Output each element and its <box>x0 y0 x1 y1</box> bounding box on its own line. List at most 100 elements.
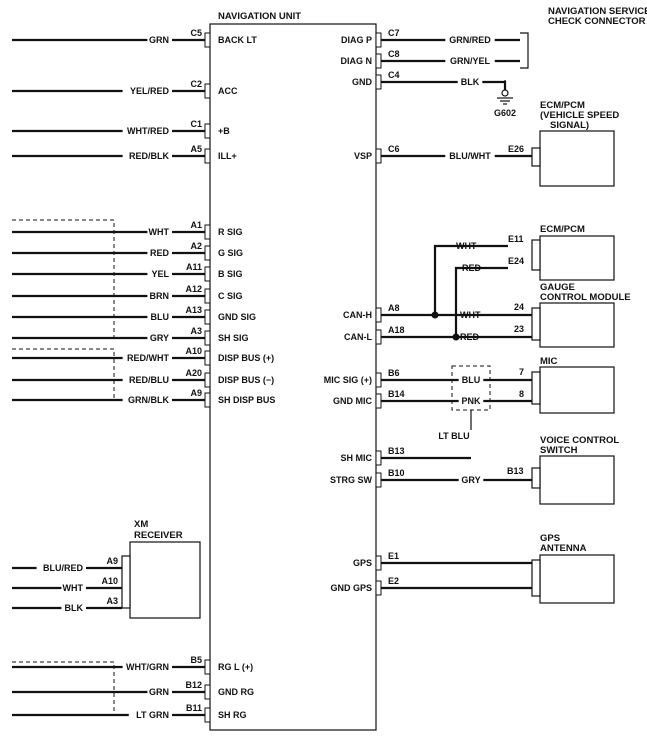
mic-box <box>539 366 615 414</box>
navigation-unit-box <box>209 23 377 731</box>
right-pin-e2-conn: E2 <box>388 576 399 586</box>
left-pin-b12-conn: B12 <box>185 680 202 690</box>
left-pin-c2-conn: C2 <box>190 79 202 89</box>
right-pin-c4-wire-color: BLK <box>461 77 480 87</box>
left-pin-c5-conn: C5 <box>190 28 202 38</box>
mic-pin-a: 7 <box>519 367 524 377</box>
right-pin-c4-wire-label-bg <box>457 76 483 88</box>
rg-shield-dashed <box>12 661 115 712</box>
left-pin-c5-wire-color: GRN <box>149 35 169 45</box>
ecm-can-title: ECM/PCM <box>540 224 585 235</box>
left-pin-a5-terminal <box>204 148 211 164</box>
left-pin-c2-wire-color: YEL/RED <box>130 86 170 96</box>
disp-bus-shield-dashed <box>12 348 115 398</box>
left-pin-c1-terminal <box>204 123 211 139</box>
left-pin-a11-wire-label-bg <box>147 268 172 280</box>
gauge-wire-l: RED <box>460 332 480 342</box>
left-pin-a5-wire-label-bg <box>122 150 172 162</box>
left-pin-a20-conn: A20 <box>185 368 202 378</box>
left-pin-c2-terminal <box>204 83 211 99</box>
left-pin-c5-wire-label-bg <box>147 34 172 46</box>
left-pin-b11-terminal <box>204 707 211 723</box>
left-pin-a5-label: ILL+ <box>218 151 237 161</box>
left-pin-a5-wire-color: RED/BLK <box>129 151 169 161</box>
right-pin-b6-wire-color: BLU <box>462 375 481 385</box>
ecm-vsp-box <box>539 130 615 187</box>
right-pin-c8-conn: C8 <box>388 49 400 59</box>
left-pin-a12-wire-label-bg <box>147 290 172 302</box>
right-pin-c8-wire-label-bg <box>445 55 495 67</box>
left-pin-c1-label: +B <box>218 126 230 136</box>
ground-label: G602 <box>494 108 516 118</box>
right-pin-b13-wire-color: LT BLU <box>438 431 469 441</box>
gps-antenna-title-1: GPS <box>540 533 560 544</box>
left-pin-a20-wire-label-bg <box>122 374 172 386</box>
left-pin-b11-conn: B11 <box>186 703 202 713</box>
gauge-pin-l: 23 <box>514 324 524 334</box>
left-pin-a9-wire-color: GRN/BLK <box>128 395 169 405</box>
right-pin-b14-wire-label-bg <box>458 395 484 407</box>
left-pin-b11-wire-label-bg <box>128 709 172 721</box>
ecm-vsp-title-3: SIGNAL) <box>550 120 589 131</box>
right-pin-e2-terminal <box>375 580 382 596</box>
left-pin-a10-label: DISP BUS (+) <box>218 353 274 363</box>
right-pin-c8-label: DIAG N <box>341 56 373 66</box>
xm-pin-a9-wire-color: BLU/RED <box>43 563 83 573</box>
left-pin-a13-wire-label-bg <box>147 311 172 323</box>
right-pin-c7-label: DIAG P <box>341 35 372 45</box>
ecm-vsp-title-2: (VEHICLE SPEED <box>540 110 619 121</box>
gps-antenna-connector <box>531 559 541 597</box>
left-pin-a1-wire-label-bg <box>147 226 172 238</box>
left-pin-a12-label: C SIG <box>218 291 243 301</box>
xm-pin-a9-wire-label-bg <box>36 562 86 574</box>
ecm-can-pin-h: E11 <box>508 234 524 244</box>
left-pin-c5-terminal <box>204 32 211 48</box>
right-pin-c8-wire-color: GRN/YEL <box>450 56 491 66</box>
right-pin-a8-terminal <box>375 307 382 323</box>
right-pin-e1-conn: E1 <box>388 551 399 561</box>
right-pin-c6-wire-label-bg <box>445 150 495 162</box>
left-pin-a13-terminal <box>204 309 211 325</box>
left-pin-a5-conn: A5 <box>190 144 202 154</box>
left-pin-a13-wire-color: BLU <box>151 312 170 322</box>
left-pin-b5-terminal <box>204 659 211 675</box>
right-pin-c4-label: GND <box>352 77 373 87</box>
left-pin-b12-label: GND RG <box>218 687 254 697</box>
xm-pin-a3-wire-label-bg <box>61 602 86 614</box>
left-pin-a1-label: R SIG <box>218 227 243 237</box>
gauge-box <box>539 302 615 348</box>
left-pin-a11-wire-color: YEL <box>151 269 169 279</box>
right-pin-b10-terminal <box>375 472 382 488</box>
left-pin-a11-conn: A11 <box>186 262 202 272</box>
ecm-can-box <box>539 235 615 281</box>
left-pin-a13-label: GND SIG <box>218 312 256 322</box>
voice-switch-pin: B13 <box>507 466 524 476</box>
ecm-vsp-connector <box>531 147 541 167</box>
navigation-unit-title: NAVIGATION UNIT <box>218 11 301 22</box>
mic-connector <box>531 371 541 405</box>
right-pin-e2-label: GND GPS <box>330 583 372 593</box>
right-pin-a18-terminal <box>375 329 382 345</box>
right-pin-c6-terminal <box>375 148 382 164</box>
voice-switch-box <box>539 455 615 505</box>
left-pin-a20-wire-color: RED/BLU <box>129 375 169 385</box>
right-pin-b14-label: GND MIC <box>333 396 372 406</box>
left-pin-a3-wire-color: GRY <box>150 333 169 343</box>
right-pin-b6-label: MIC SIG (+) <box>324 375 372 385</box>
left-pin-a12-conn: A12 <box>185 284 202 294</box>
left-pin-a2-wire-label-bg <box>147 247 172 259</box>
left-pin-a11-terminal <box>204 266 211 282</box>
right-pin-b14-conn: B14 <box>388 389 405 399</box>
left-pin-c1-wire-color: WHT/RED <box>127 126 169 136</box>
left-pin-a3-terminal <box>204 330 211 346</box>
right-pin-c7-conn: C7 <box>388 28 400 38</box>
left-pin-b5-conn: B5 <box>190 655 202 665</box>
right-pin-b6-terminal <box>375 372 382 388</box>
ecm-can-pin-l: E24 <box>508 256 524 266</box>
left-pin-b5-label: RG L (+) <box>218 662 253 672</box>
right-pin-c4-terminal <box>375 74 382 90</box>
left-pin-a2-conn: A2 <box>190 241 202 251</box>
xm-pin-a9-conn: A9 <box>106 556 118 566</box>
